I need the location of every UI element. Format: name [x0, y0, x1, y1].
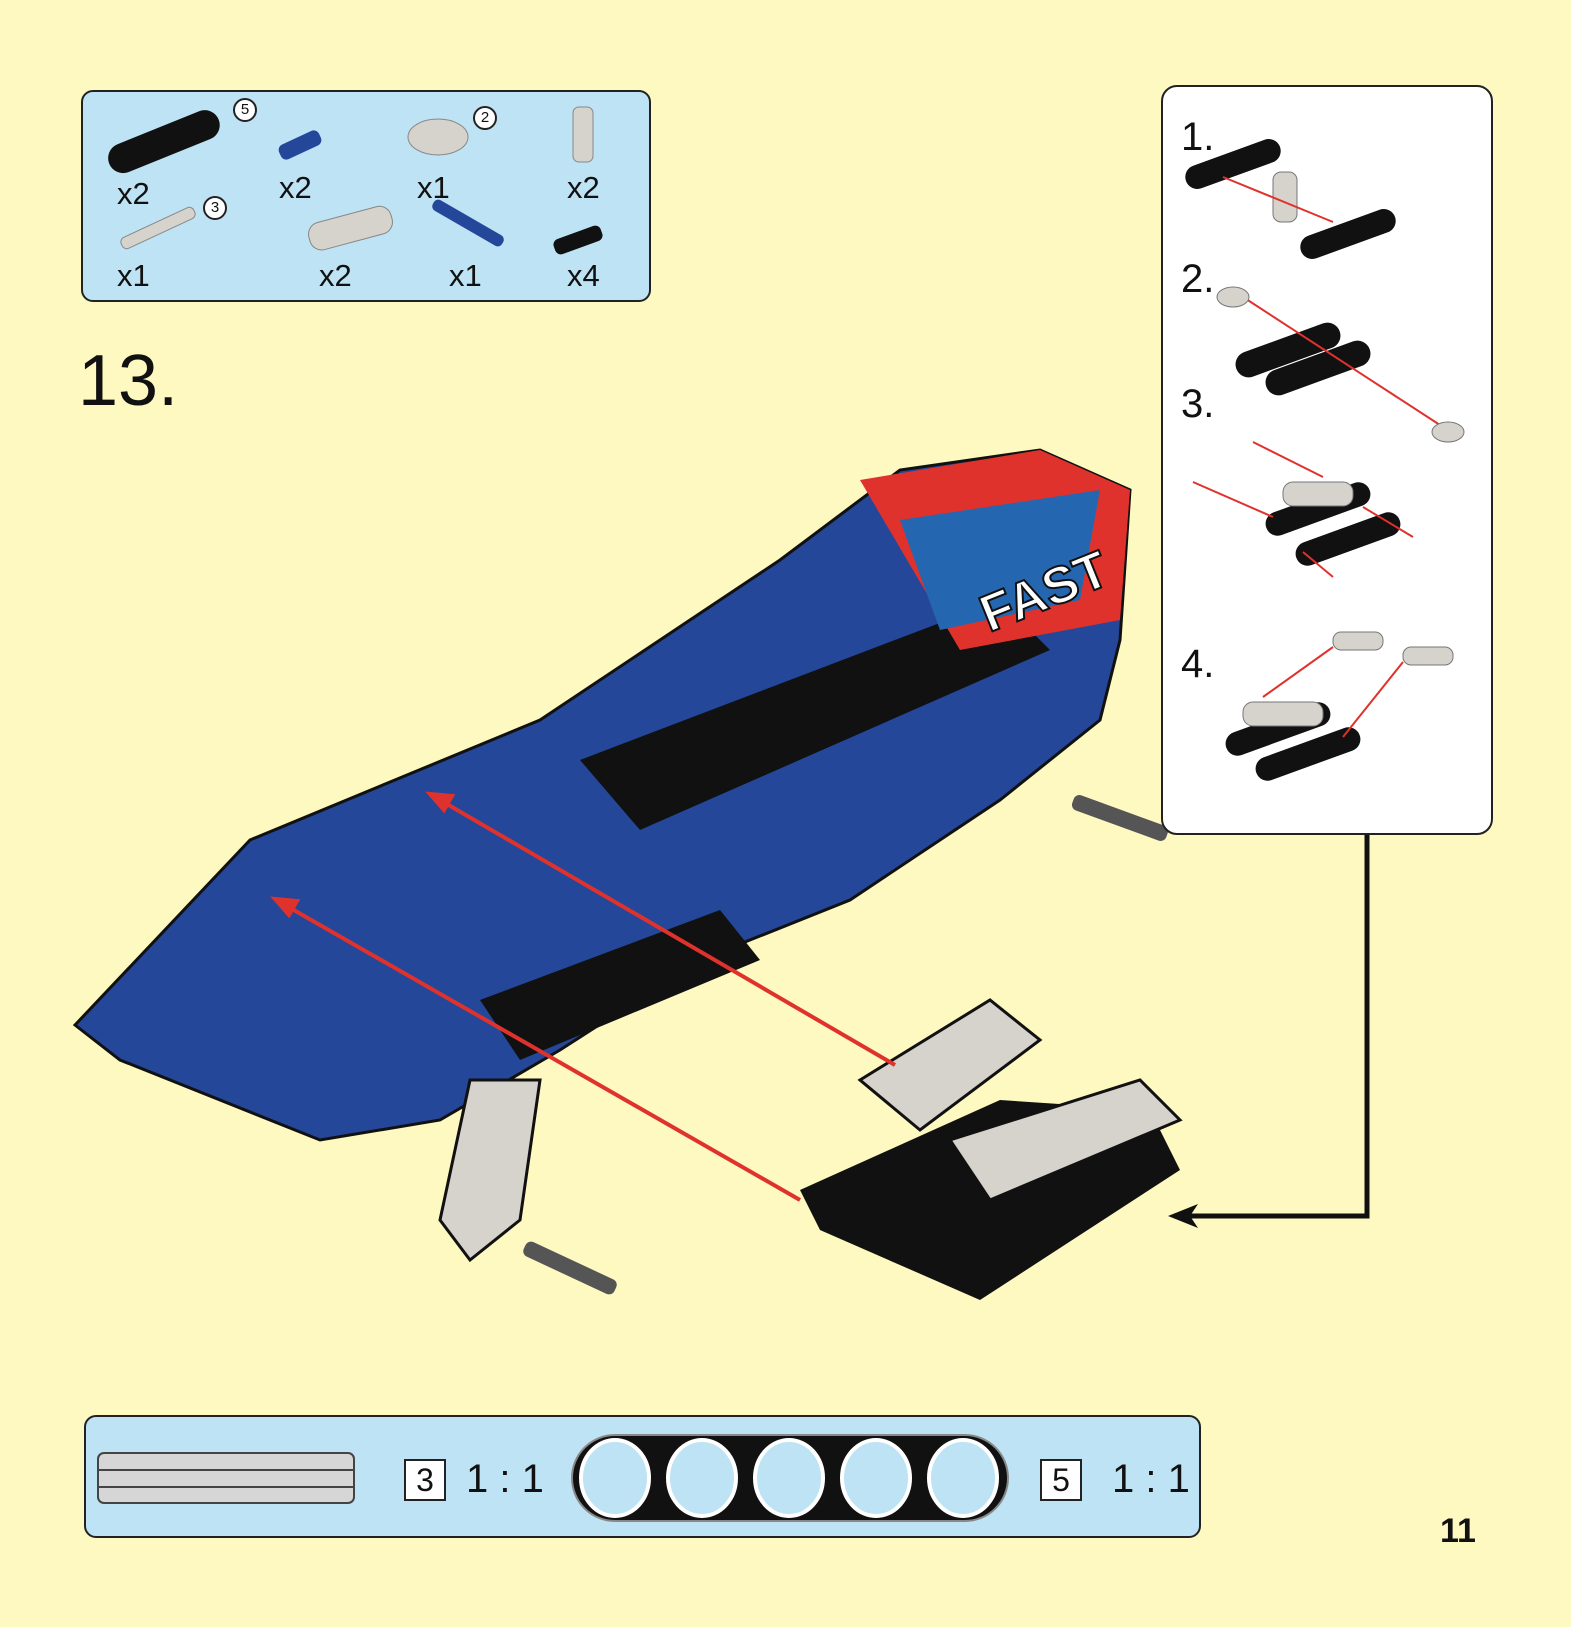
sub-step-number: 2. [1181, 257, 1215, 301]
blue-long-pin-icon [432, 199, 504, 247]
part-qty: x2 [279, 170, 312, 205]
axle-connector-icon [572, 106, 594, 163]
angled-connector-icon [308, 205, 393, 251]
sub-assembly-panel: 1. 2. 3. 4. [1161, 85, 1493, 835]
callout-connector-length: 2 [473, 106, 497, 130]
parts-list-panel: 5 2 3 x2 x2 x1 x2 x1 x2 x1 x4 [81, 90, 651, 302]
callout-beam-length: 5 [233, 98, 257, 122]
sub-step-2-illustration [1216, 286, 1465, 443]
beam-length-label: 5 [1040, 1459, 1082, 1501]
part-qty: x1 [117, 258, 150, 293]
part-qty: x4 [567, 258, 600, 293]
sub-step-illustrations [1185, 139, 1465, 781]
parts-illustrations [108, 106, 603, 255]
sub-step-4-illustration [1225, 631, 1454, 781]
step-number: 13. [78, 341, 179, 421]
sub-assembly [800, 998, 1183, 1300]
black-pin-icon [553, 225, 603, 255]
sub-step-number: 3. [1181, 382, 1215, 426]
beam-scale-icon [571, 1434, 1009, 1522]
beam-scale-ratio: 1 : 1 [1112, 1457, 1190, 1501]
part-qty: x1 [449, 258, 482, 293]
axle-scale-ratio: 1 : 1 [466, 1457, 544, 1501]
part-qty: x2 [117, 176, 150, 211]
grey-connector-icon [407, 118, 469, 156]
black-beam-icon [108, 110, 220, 174]
red-arrow [284, 903, 801, 1202]
scale-reference-panel: 3 1 : 1 5 1 : 1 [84, 1415, 1201, 1538]
connector-arrow [1168, 835, 1370, 1228]
blue-pin-icon [278, 130, 322, 160]
part-qty: x2 [319, 258, 352, 293]
sub-step-1-illustration [1185, 139, 1396, 259]
callout-axle-length: 3 [203, 196, 227, 220]
red-arrow [438, 798, 897, 1067]
grey-axle-icon [120, 206, 196, 250]
sub-step-3-illustration [1192, 441, 1414, 578]
sub-step-number: 1. [1181, 115, 1215, 159]
page-number: 11 [1440, 1512, 1476, 1550]
part-qty: x2 [567, 170, 600, 205]
axle-scale-icon [97, 1452, 355, 1504]
sub-step-number: 4. [1181, 642, 1215, 686]
axle-length-label: 3 [404, 1459, 446, 1501]
part-qty: x1 [417, 170, 450, 205]
assembly-arrows [270, 791, 897, 1202]
model-body: FAST [72, 448, 1169, 1295]
